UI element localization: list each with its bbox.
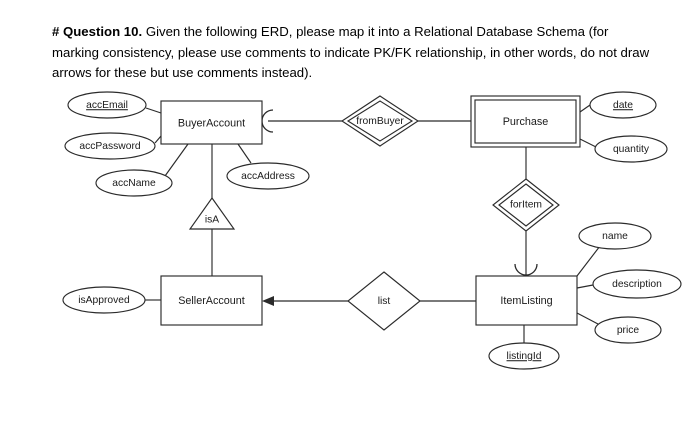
entity-label-buyer-account: BuyerAccount (178, 117, 245, 129)
question-number: # Question 10. (52, 24, 143, 39)
entity-box-buyer-account[interactable] (160, 100, 263, 145)
arrowhead-list-seller (262, 296, 274, 306)
attribute-label-acc-name: accName (112, 178, 156, 189)
attribute-ellipse-quantity[interactable] (594, 135, 668, 163)
attribute-label-acc-password: accPassword (79, 141, 141, 152)
attribute-label-acc-email: accEmail (86, 100, 128, 111)
question-prompt: # Question 10. Given the following ERD, … (52, 22, 658, 84)
attribute-ellipse-date[interactable] (589, 91, 657, 119)
attribute-ellipse-acc-email[interactable] (67, 91, 147, 119)
leader-acc-password (154, 135, 162, 144)
relationship-diamond-list[interactable] (347, 271, 421, 331)
question-body: Given the following ERD, please map it i… (52, 24, 650, 80)
isa-triangle[interactable] (188, 197, 236, 230)
attribute-ellipse-acc-name[interactable] (95, 169, 173, 197)
attribute-ellipse-price[interactable] (594, 316, 662, 344)
entity-label-seller-account: SellerAccount (178, 295, 245, 307)
entity-item-listing[interactable]: ItemListing (475, 275, 578, 326)
entity-label-item-listing: ItemListing (500, 295, 552, 307)
relationship-label-from-buyer: fromBuyer (356, 116, 404, 127)
entity-purchase[interactable]: Purchase (470, 95, 581, 148)
entity-box-seller-account[interactable] (160, 275, 263, 326)
leader-price (576, 312, 599, 325)
entity-buyer-account[interactable]: BuyerAccount (160, 100, 263, 145)
leader-acc-name (164, 143, 189, 177)
attribute-acc-email[interactable]: accEmail (67, 91, 147, 119)
isa-specialization[interactable]: isA (188, 197, 236, 230)
relationship-diamond-for-item-inner (498, 183, 554, 227)
relationship-diamond-from-buyer-inner (346, 100, 414, 142)
attribute-acc-address[interactable]: accAddress (226, 162, 310, 190)
connector-lines (145, 104, 601, 343)
leader-name (576, 245, 601, 277)
entity-box-item-listing[interactable] (475, 275, 578, 326)
leader-description (576, 284, 594, 289)
attribute-label-name: name (602, 231, 628, 242)
attribute-date[interactable]: date (589, 91, 657, 119)
attribute-quantity[interactable]: quantity (594, 135, 668, 163)
relationship-list[interactable]: list (347, 271, 421, 331)
relationship-from-buyer[interactable]: fromBuyer (340, 95, 420, 147)
attribute-label-acc-address: accAddress (241, 171, 295, 182)
attribute-price[interactable]: price (594, 316, 662, 344)
relationship-for-item[interactable]: forItem (492, 178, 560, 232)
leader-acc-address (237, 143, 252, 164)
relationship-label-for-item: forItem (510, 200, 542, 211)
attribute-ellipse-is-approved[interactable] (62, 286, 146, 314)
entity-seller-account[interactable]: SellerAccount (160, 275, 263, 326)
leader-acc-email (145, 107, 162, 114)
attribute-label-price: price (617, 325, 640, 336)
attribute-label-listing-id: listingId (507, 351, 542, 362)
attribute-acc-name[interactable]: accName (95, 169, 173, 197)
attribute-is-approved[interactable]: isApproved (62, 286, 146, 314)
attribute-ellipse-listing-id[interactable] (488, 342, 560, 370)
leader-date (579, 104, 591, 113)
attribute-label-description: description (612, 279, 662, 290)
relationship-label-list: list (378, 296, 391, 307)
attribute-ellipse-name[interactable] (578, 222, 652, 250)
attribute-acc-password[interactable]: accPassword (64, 132, 156, 160)
attribute-description[interactable]: description (592, 269, 682, 299)
attribute-label-quantity: quantity (613, 144, 650, 155)
attribute-ellipse-acc-address[interactable] (226, 162, 310, 190)
attribute-label-date: date (613, 100, 633, 111)
isa-label: isA (205, 215, 219, 226)
attribute-name[interactable]: name (578, 222, 652, 250)
attribute-ellipse-acc-password[interactable] (64, 132, 156, 160)
entity-box-purchase-inner (474, 99, 577, 144)
leader-quantity (579, 138, 597, 148)
attribute-label-is-approved: isApproved (78, 295, 130, 306)
attribute-listing-id[interactable]: listingId (488, 342, 560, 370)
attribute-ellipse-description[interactable] (592, 269, 682, 299)
entity-label-purchase: Purchase (503, 116, 549, 128)
arc-u-marker-itemlisting (514, 263, 538, 276)
